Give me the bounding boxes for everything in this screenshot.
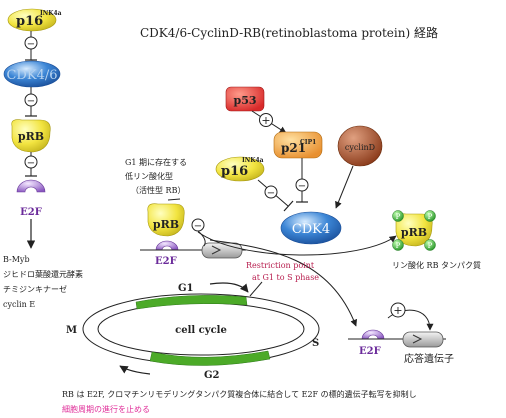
svg-text:E2F: E2F xyxy=(359,346,381,357)
svg-text:低リン酸化型: 低リン酸化型 xyxy=(125,171,173,181)
svg-text:E2F: E2F xyxy=(155,256,177,267)
svg-text:pRB: pRB xyxy=(18,130,44,143)
release-arrow xyxy=(209,239,358,327)
left-prb-node: pRB xyxy=(11,119,51,153)
svg-text:p53: p53 xyxy=(234,94,257,107)
phospho-rb-caption: リン酸化 RB タンパク質 xyxy=(392,260,481,270)
gene-box-right xyxy=(402,331,444,348)
phosphorylation-arrow xyxy=(197,231,397,256)
svg-text:p16: p16 xyxy=(221,164,248,179)
prb-complex-node: pRB xyxy=(147,203,185,237)
svg-text:cyclinD: cyclinD xyxy=(345,143,375,152)
phosphate-group: P xyxy=(392,210,404,222)
svg-text:+: + xyxy=(393,304,402,317)
svg-text:−: − xyxy=(267,188,275,199)
activation-curve-arrow xyxy=(387,309,434,331)
svg-text:p16: p16 xyxy=(16,14,43,29)
svg-text:pRB: pRB xyxy=(401,226,427,239)
footer-line-1: RB は E2F, クロマチンリモデリングタンパク質複合体に結合して E2F の… xyxy=(62,389,417,399)
footer-line-2: 細胞周期の進行を止める xyxy=(62,404,150,414)
svg-text:P: P xyxy=(396,213,401,221)
g2-phase-band xyxy=(149,350,271,366)
svg-text:INK4a: INK4a xyxy=(242,157,264,164)
plus-sign-response: + xyxy=(390,302,406,318)
svg-text:CDK4: CDK4 xyxy=(292,222,330,237)
svg-text:pRB: pRB xyxy=(153,218,179,231)
svg-text:E2F: E2F xyxy=(20,207,42,218)
svg-text:p21: p21 xyxy=(281,141,306,155)
plus-sign-p53: + xyxy=(259,113,273,127)
phosphate-group: P xyxy=(424,210,436,222)
g1-label: G1 xyxy=(178,283,194,294)
minus-sign-p16: − xyxy=(264,185,278,199)
svg-text:+: + xyxy=(261,114,270,127)
cyclind-node: cyclinD xyxy=(337,125,383,167)
svg-text:CDK4/6: CDK4/6 xyxy=(6,68,57,83)
cell-cycle-center-label: cell cycle xyxy=(175,325,227,336)
response-gene-label: 応答遺伝子 xyxy=(404,352,454,365)
target-gene: チミジンキナーゼ xyxy=(3,284,67,294)
g2-label: G2 xyxy=(204,370,220,381)
p53-node: p53 xyxy=(225,86,265,112)
phosphate-group: P xyxy=(392,239,404,251)
svg-text:INK4a: INK4a xyxy=(40,10,62,17)
label-pointer-line xyxy=(167,198,181,201)
phospho-rb-node: pRB xyxy=(395,213,433,247)
hypo-rb-label: G1 期に存在する 低リン酸化型 （活性型 RB） xyxy=(125,157,187,195)
minus-sign-p21: − xyxy=(295,178,309,192)
svg-text:−: − xyxy=(194,221,202,232)
left-cdk46-node: CDK4/6 xyxy=(3,60,61,88)
svg-text:CIP1: CIP1 xyxy=(300,139,316,146)
svg-text:at G1 to S phase: at G1 to S phase xyxy=(252,273,319,282)
svg-text:Restriction point: Restriction point xyxy=(246,261,315,270)
svg-text:−: − xyxy=(27,39,35,50)
svg-text:P: P xyxy=(428,213,433,221)
prb-complex-e2f-node: E2F xyxy=(155,240,179,267)
phosphate-group: P xyxy=(424,239,436,251)
left-e2f-node: E2F xyxy=(16,179,46,218)
svg-text:P: P xyxy=(396,242,401,250)
restriction-point-label: Restriction point at G1 to S phase xyxy=(246,261,319,282)
cdk4-node: CDK4 xyxy=(280,211,342,245)
svg-text:−: − xyxy=(27,158,35,169)
gene-box-left xyxy=(201,242,243,259)
target-gene: B-Myb xyxy=(3,255,30,264)
svg-text:G1 期に存在する: G1 期に存在する xyxy=(125,157,187,167)
target-gene: ジヒドロ葉酸還元酵素 xyxy=(3,269,83,279)
left-minus-sign-3: − xyxy=(24,155,38,169)
svg-text:P: P xyxy=(428,242,433,250)
svg-text:（活性型 RB）: （活性型 RB） xyxy=(131,185,185,195)
left-minus-sign-1: − xyxy=(24,36,38,50)
cyclind-activate-arrow xyxy=(335,165,354,209)
target-gene: cyclin E xyxy=(3,300,35,309)
target-gene-list: B-Myb ジヒドロ葉酸還元酵素 チミジンキナーゼ cyclin E xyxy=(3,255,83,309)
p21-node: p21 CIP1 xyxy=(273,131,323,159)
svg-text:−: − xyxy=(298,181,306,192)
g1-phase-band xyxy=(135,295,248,310)
response-e2f-node: E2F xyxy=(359,329,385,357)
left-minus-sign-2: − xyxy=(24,93,38,107)
svg-text:−: − xyxy=(27,96,35,107)
m-label: M xyxy=(66,325,77,336)
right-p16-node: p16 INK4a xyxy=(215,156,265,182)
g2-direction-arrow xyxy=(119,365,151,375)
cell-cycle: cell cycle G1 S G2 M xyxy=(66,283,320,381)
left-p16-node: p16 INK4a xyxy=(7,8,62,32)
diagram-title: CDK4/6-CyclinD-RB(retinoblastoma protein… xyxy=(140,25,438,40)
s-label: S xyxy=(312,338,319,349)
g1-direction-arrow xyxy=(209,282,249,293)
minus-sign-prb: − xyxy=(191,218,205,232)
restriction-point-pointer xyxy=(249,281,263,297)
